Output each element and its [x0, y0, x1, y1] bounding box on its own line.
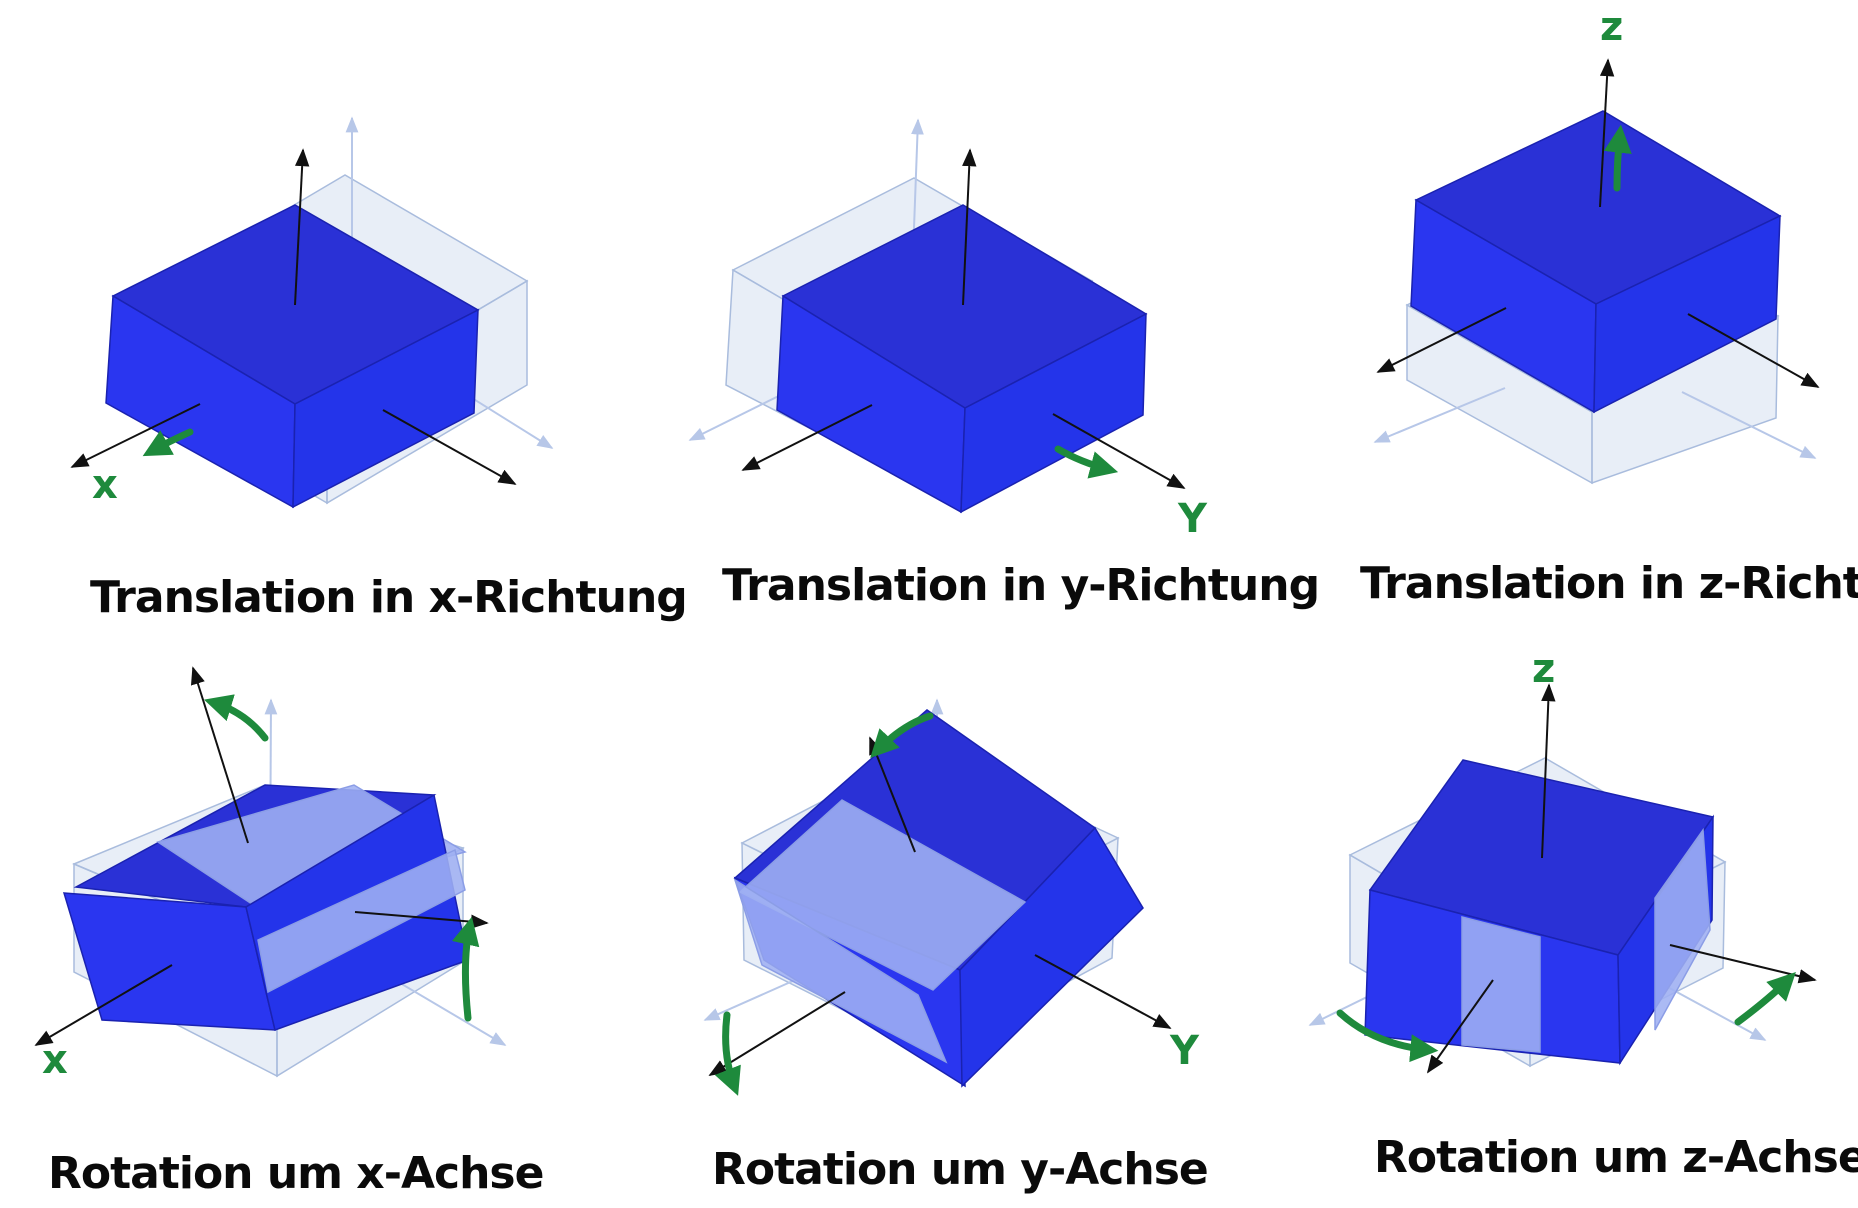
panel-rotation-y: Y Rotation um y-Achse [703, 698, 1209, 1195]
z-axis [1541, 683, 1556, 859]
y-axis [382, 409, 517, 485]
moved-block [776, 204, 1148, 514]
axis-label-z: z [1600, 4, 1623, 50]
ghost-x-axis [1373, 387, 1506, 443]
caption-translation-x: Translation in x-Richtung [90, 572, 687, 623]
axis-label-y: Y [1177, 496, 1208, 542]
rotation-arrow-left [714, 1011, 741, 1096]
z-axis [190, 666, 249, 844]
z-axis [294, 148, 310, 306]
rotated-block [733, 709, 1144, 1088]
rotation-arrow-right [451, 916, 480, 1022]
translation-arrow [1603, 124, 1632, 192]
rotation-arrow-right [1734, 972, 1796, 1026]
y-axis [1034, 954, 1172, 1029]
axis-label-x: x [92, 462, 118, 508]
x-axis [741, 404, 873, 471]
panel-rotation-z: z Rotation um z-Achse [1308, 646, 1858, 1183]
caption-translation-y: Translation in y-Richtung [722, 560, 1319, 611]
x-axis [1376, 307, 1507, 373]
rotation-arrow-top [870, 712, 934, 759]
panel-translation-z: z Translation in z-Richtung [1360, 4, 1858, 609]
rotated-block [1364, 759, 1715, 1066]
axis-label-x: x [42, 1037, 68, 1083]
caption-rotation-z: Rotation um z-Achse [1374, 1132, 1858, 1183]
panel-rotation-x: x Rotation um x-Achse [34, 666, 544, 1199]
x-axis [708, 991, 846, 1076]
axis-label-z: z [1532, 646, 1555, 692]
caption-rotation-y: Rotation um y-Achse [712, 1144, 1208, 1195]
rotation-arrow-top [203, 694, 269, 742]
caption-translation-z: Translation in z-Richtung [1360, 558, 1858, 609]
moved-block [1410, 110, 1782, 414]
y-axis [1687, 313, 1820, 388]
z-axis [962, 148, 977, 306]
ghost-y-axis [1681, 391, 1817, 459]
translation-arrow [142, 428, 194, 457]
panel-translation-x: x Translation in x-Richtung [70, 116, 688, 623]
panel-translation-y: Y Translation in y-Richtung [688, 118, 1320, 611]
x-axis [34, 964, 173, 1046]
caption-rotation-x: Rotation um x-Achse [48, 1148, 543, 1199]
x-axis [1426, 979, 1494, 1074]
moved-block [105, 204, 480, 509]
axis-label-y: Y [1169, 1028, 1200, 1074]
rotation-arrow-left [1336, 1009, 1439, 1063]
translation-arrow [1054, 445, 1119, 479]
x-axis [70, 403, 201, 468]
y-axis [1052, 413, 1186, 489]
